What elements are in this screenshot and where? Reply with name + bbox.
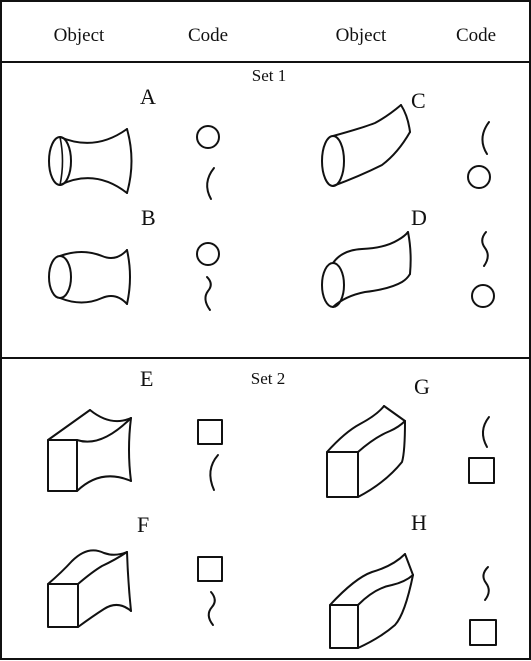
- code-h-wavy-curve-icon: [482, 566, 490, 601]
- code-g: [468, 416, 495, 484]
- header-object-1: Object: [54, 25, 105, 46]
- label-h: H: [411, 510, 427, 535]
- header-object-2: Object: [336, 25, 387, 46]
- header-code-2: Code: [456, 25, 496, 46]
- code-a-circle-icon: [196, 125, 220, 149]
- code-d-wavy-curve-icon: [481, 231, 489, 267]
- code-h-square-icon: [469, 619, 497, 646]
- label-a: A: [140, 84, 156, 109]
- object-d-bent-wavy-cylinder: [321, 231, 412, 308]
- code-e-concave-curve-icon: [209, 454, 219, 491]
- code-e: [197, 419, 223, 491]
- code-c-concave-curve-icon: [481, 121, 490, 155]
- code-b-circle-icon: [196, 242, 220, 266]
- label-c: C: [411, 88, 426, 113]
- code-d: [471, 231, 495, 308]
- code-c-circle-icon: [467, 165, 491, 189]
- label-e: E: [140, 366, 153, 391]
- object-a-concave-cylinder: [48, 128, 133, 194]
- code-f-wavy-curve-icon: [207, 591, 216, 626]
- code-h: [469, 566, 497, 646]
- object-f-wavy-box: [47, 549, 132, 628]
- label-d: D: [411, 205, 427, 230]
- label-f: F: [137, 512, 149, 537]
- label-g: G: [414, 374, 430, 399]
- code-f: [197, 556, 223, 626]
- set-2-title: Set 2: [251, 369, 285, 388]
- code-b: [196, 242, 220, 311]
- code-b-wavy-curve-icon: [204, 276, 212, 311]
- code-f-square-icon: [197, 556, 223, 582]
- code-a-concave-curve-icon: [206, 167, 215, 200]
- label-b: B: [141, 205, 156, 230]
- header-code-1: Code: [188, 25, 228, 46]
- object-h-bent-wavy-box: [329, 553, 414, 649]
- object-c-bent-concave-cylinder: [321, 104, 411, 187]
- object-g-bent-concave-box: [326, 405, 406, 498]
- code-g-square-icon: [468, 457, 495, 484]
- set-1-title: Set 1: [252, 66, 286, 85]
- object-b-wavy-cylinder: [48, 249, 131, 305]
- code-a: [196, 125, 220, 200]
- code-d-circle-icon: [471, 284, 495, 308]
- code-e-square-icon: [197, 419, 223, 445]
- object-e-concave-box: [47, 409, 132, 492]
- code-g-concave-curve-icon: [482, 416, 490, 448]
- code-c: [467, 121, 491, 189]
